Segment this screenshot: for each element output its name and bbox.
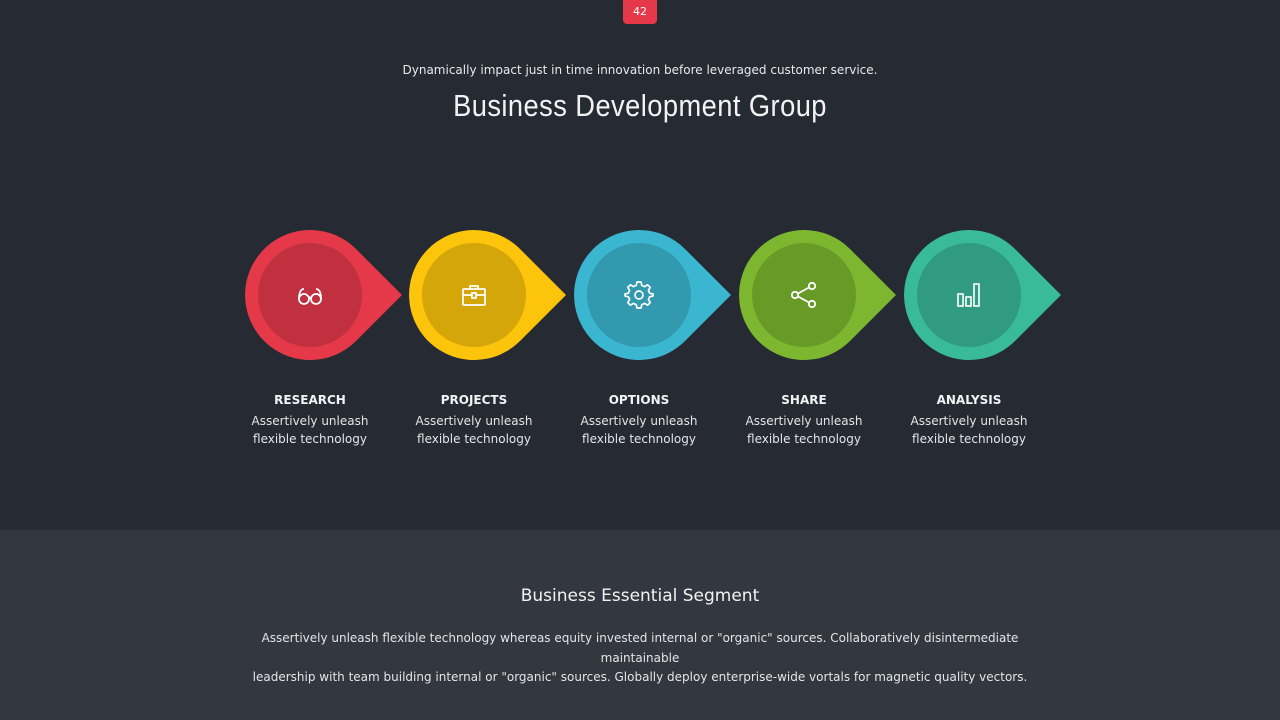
step-label: RESEARCH: [274, 393, 346, 407]
share-icon: [790, 281, 817, 309]
pin-shape: [245, 230, 405, 361]
page-number-badge: 42: [623, 0, 657, 24]
step-label: SHARE: [781, 393, 827, 407]
segment-section: Business Essential Segment Assertively u…: [0, 530, 1280, 720]
step-label: ANALYSIS: [936, 393, 1002, 407]
briefcase-icon: [462, 285, 486, 306]
step-label: OPTIONS: [608, 393, 670, 407]
page-subtitle: Dynamically impact just in time innovati…: [402, 63, 878, 77]
segment-text: Assertively unleash flexible technology …: [252, 631, 1028, 684]
segment-title: Business Essential Segment: [520, 586, 760, 606]
page-title: Business Development Group: [453, 88, 827, 123]
bar-chart-icon: [957, 283, 980, 307]
step-label: PROJECTS: [440, 393, 508, 407]
hero-section: 42 Dynamically impact just in time innov…: [245, 0, 1064, 450]
pin-shape: [904, 230, 1064, 361]
pin-shape: [739, 230, 899, 361]
pin-shape: [409, 230, 569, 361]
gear-icon: [624, 281, 654, 309]
glasses-icon: [298, 288, 322, 305]
pin-shape: [574, 230, 734, 361]
